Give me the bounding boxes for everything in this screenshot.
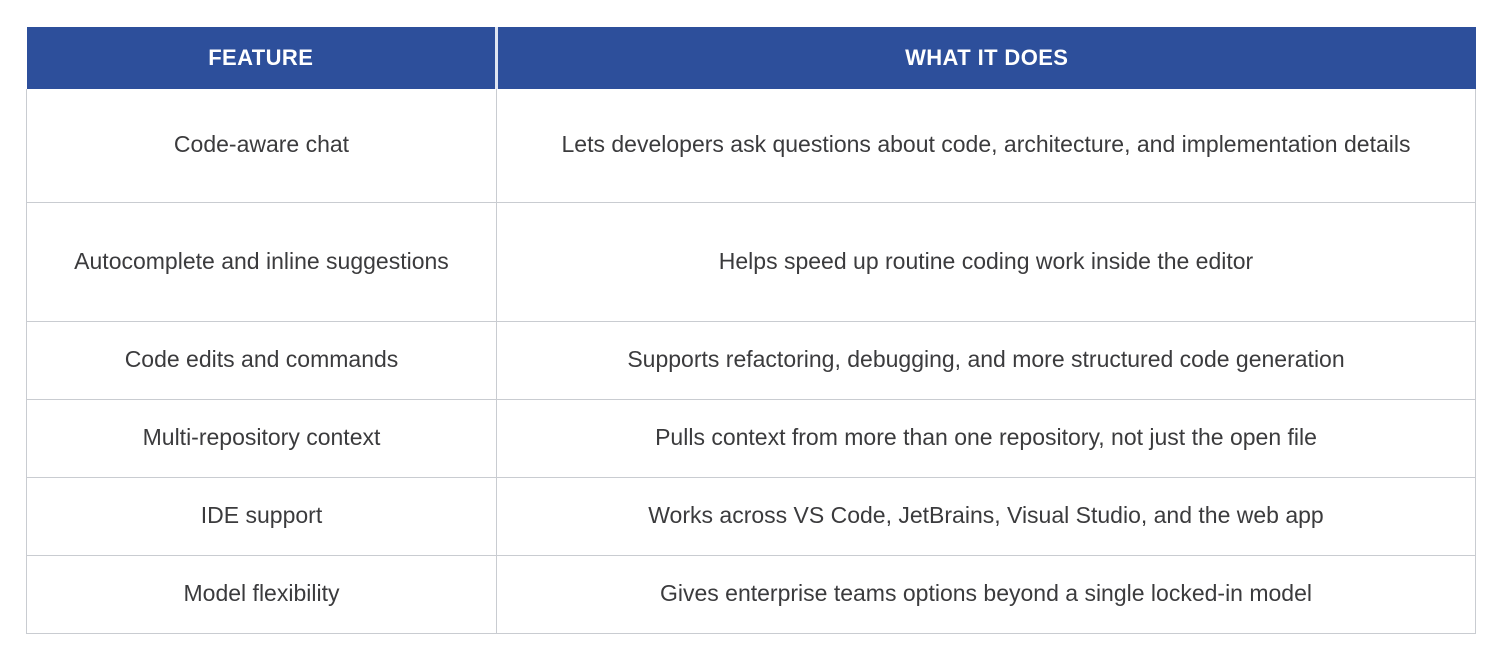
cell-feature: Code-aware chat [26, 89, 497, 203]
table-row: Code-aware chat Lets developers ask ques… [26, 89, 1476, 203]
feature-label: Multi-repository context [142, 424, 381, 451]
cell-what-it-does: Works across VS Code, JetBrains, Visual … [496, 477, 1476, 556]
cell-feature: IDE support [26, 477, 497, 556]
feature-label: Autocomplete and inline suggestions [74, 247, 449, 274]
table-row: Multi-repository context Pulls context f… [26, 399, 1476, 478]
what-it-does-text: Gives enterprise teams options beyond a … [659, 580, 1313, 607]
what-it-does-text: Supports refactoring, debugging, and mor… [627, 346, 1345, 373]
what-it-does-text: Lets developers ask questions about code… [561, 131, 1411, 158]
feature-label: Code-aware chat [173, 131, 350, 158]
cell-what-it-does: Supports refactoring, debugging, and mor… [496, 321, 1476, 400]
cell-feature: Model flexibility [26, 555, 497, 634]
cell-what-it-does: Lets developers ask questions about code… [496, 89, 1476, 203]
cell-feature: Multi-repository context [26, 399, 497, 478]
table-row: Autocomplete and inline suggestions Help… [26, 202, 1476, 322]
feature-label: IDE support [200, 502, 323, 529]
table-row: Code edits and commands Supports refacto… [26, 321, 1476, 400]
cell-feature: Code edits and commands [26, 321, 497, 400]
feature-label: Model flexibility [183, 580, 340, 607]
table-row: IDE support Works across VS Code, JetBra… [26, 477, 1476, 556]
feature-comparison-table: FEATURE WHAT IT DOES Code-aware chat Let… [26, 27, 1476, 634]
table-header: FEATURE WHAT IT DOES [26, 27, 1476, 89]
header-row: FEATURE WHAT IT DOES [26, 27, 1476, 89]
column-header-what-it-does[interactable]: WHAT IT DOES [496, 27, 1476, 89]
what-it-does-text: Pulls context from more than one reposit… [655, 424, 1317, 451]
column-header-feature[interactable]: FEATURE [26, 27, 498, 89]
table-body: Code-aware chat Lets developers ask ques… [26, 89, 1476, 634]
cell-what-it-does: Pulls context from more than one reposit… [496, 399, 1476, 478]
what-it-does-text: Helps speed up routine coding work insid… [718, 247, 1254, 274]
table-container: FEATURE WHAT IT DOES Code-aware chat Let… [26, 27, 1476, 638]
cell-what-it-does: Helps speed up routine coding work insid… [496, 202, 1476, 322]
table-row: Model flexibility Gives enterprise teams… [26, 555, 1476, 634]
cell-what-it-does: Gives enterprise teams options beyond a … [496, 555, 1476, 634]
cell-feature: Autocomplete and inline suggestions [26, 202, 497, 322]
feature-label: Code edits and commands [124, 346, 399, 373]
what-it-does-text: Works across VS Code, JetBrains, Visual … [648, 502, 1324, 529]
